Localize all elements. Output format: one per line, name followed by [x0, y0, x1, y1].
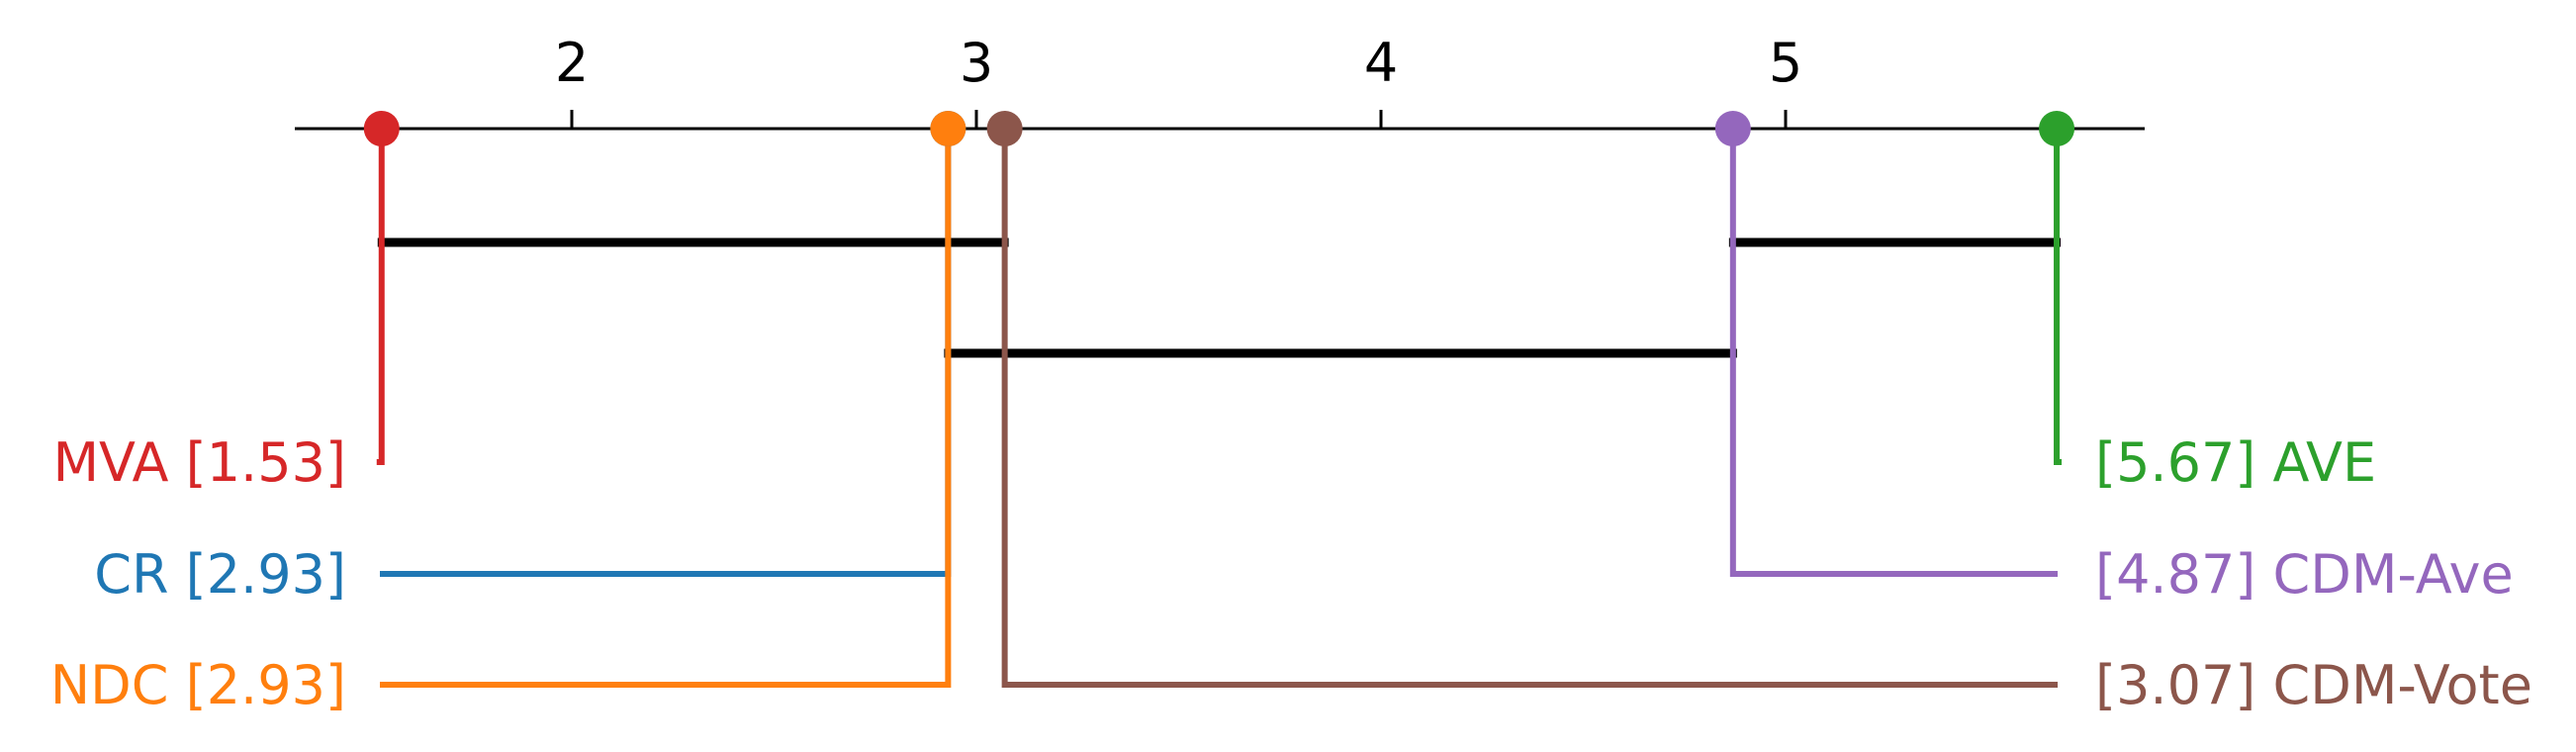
axis-tick-label: 2: [555, 32, 589, 94]
method-label-cr: CR [2.93]: [94, 543, 346, 606]
rank-marker-cdm-ave: [1714, 111, 1751, 146]
rank-marker-ndc: [930, 111, 966, 146]
rank-axis-ticks: 2 3 4 5: [555, 32, 1802, 129]
rank-marker-ave: [2039, 111, 2075, 146]
connector-cdm-ave: [1729, 129, 2058, 577]
axis-tick-label: 4: [1364, 32, 1398, 94]
method-label-mva: MVA [1.53]: [52, 431, 346, 494]
rank-markers: [363, 111, 2075, 146]
rank-marker-cdm-vote: [986, 111, 1023, 146]
method-connectors: [376, 129, 2063, 688]
method-label-ave: [5.67] AVE: [2095, 431, 2376, 494]
connector-ave: [2054, 129, 2063, 465]
connector-mva: [376, 129, 385, 465]
method-label-cdm-ave: [4.87] CDM-Ave: [2095, 543, 2514, 606]
connector-cdm-vote: [1001, 129, 2058, 688]
method-labels: MVA [1.53] CR [2.93] NDC [2.93] [3.07] CDM-…: [50, 431, 2532, 716]
clique-bars: [377, 237, 2062, 358]
method-label-ndc: NDC [2.93]: [50, 654, 346, 716]
method-label-cdm-vote: [3.07] CDM-Vote: [2095, 654, 2532, 716]
axis-tick-label: 5: [1769, 32, 1802, 94]
connector-ndc: [380, 129, 952, 688]
axis-tick-label: 3: [960, 32, 993, 94]
rank-marker-mva: [363, 111, 400, 146]
connector-cr: [380, 129, 952, 577]
